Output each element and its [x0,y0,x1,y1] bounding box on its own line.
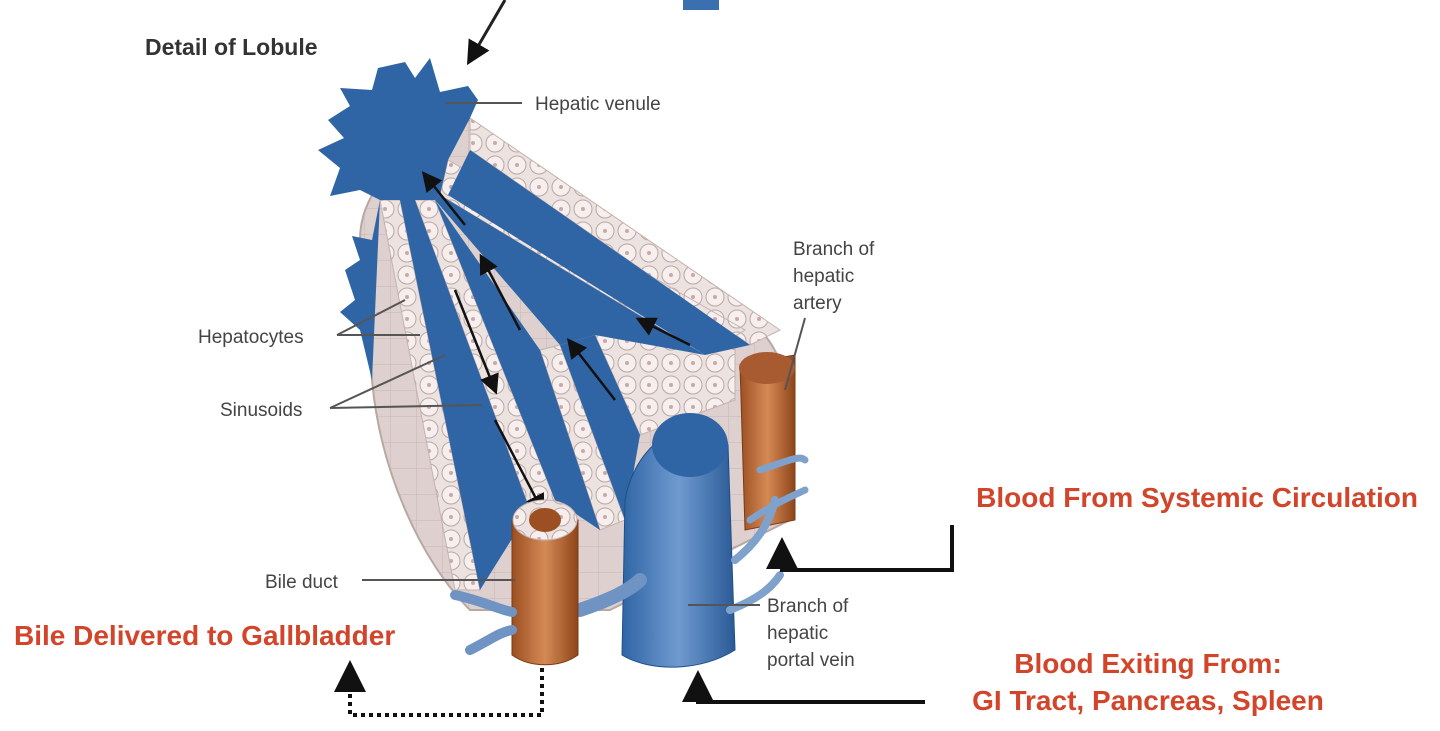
pointer-arrow [466,0,507,66]
label-artery-line1: Branch of [793,239,875,260]
sinusoid-channel [435,200,600,530]
annotation-bile: Bile Delivered to Gallbladder [14,620,395,651]
hepatic-artery-opening [739,352,795,384]
label-portal-line1: Branch of [767,596,849,617]
label-artery-line2: hepatic [793,266,854,287]
portal-twigs [726,496,784,614]
label-sinusoids: Sinusoids [220,400,302,421]
sinusoid-channel [435,195,705,355]
sinusoid-channel [400,200,530,590]
portal-vein-opening [652,413,728,477]
label-hepatocytes: Hepatocytes [198,327,304,348]
bile-duct-lumen [529,508,561,532]
portal-side-branch [573,573,647,617]
label-artery-line3: artery [793,293,842,314]
label-hepatic-venule: Hepatic venule [535,94,661,115]
top-vessel-fragment [683,0,719,10]
annotation-systemic: Blood From Systemic Circulation [976,482,1418,513]
sinusoid-channel [560,335,640,520]
bile-duct [511,519,579,666]
hepatic-venule [318,58,478,380]
sinusoid-channel [448,150,750,355]
label-portal-line3: portal vein [767,650,855,671]
artery-twigs [746,454,809,524]
exiting-arrow [682,670,925,704]
flow-arrows [421,171,691,515]
label-bile-duct: Bile duct [265,572,339,593]
label-portal-line2: hepatic [767,623,828,644]
systemic-arrow [766,525,954,572]
bile-arrow [334,660,544,717]
annotation-exiting-line2: GI Tract, Pancreas, Spleen [972,685,1324,716]
diagram-title: Detail of Lobule [145,34,318,60]
bile-side-vessel [450,590,517,655]
annotation-exiting-line1: Blood Exiting From: [1014,648,1282,679]
